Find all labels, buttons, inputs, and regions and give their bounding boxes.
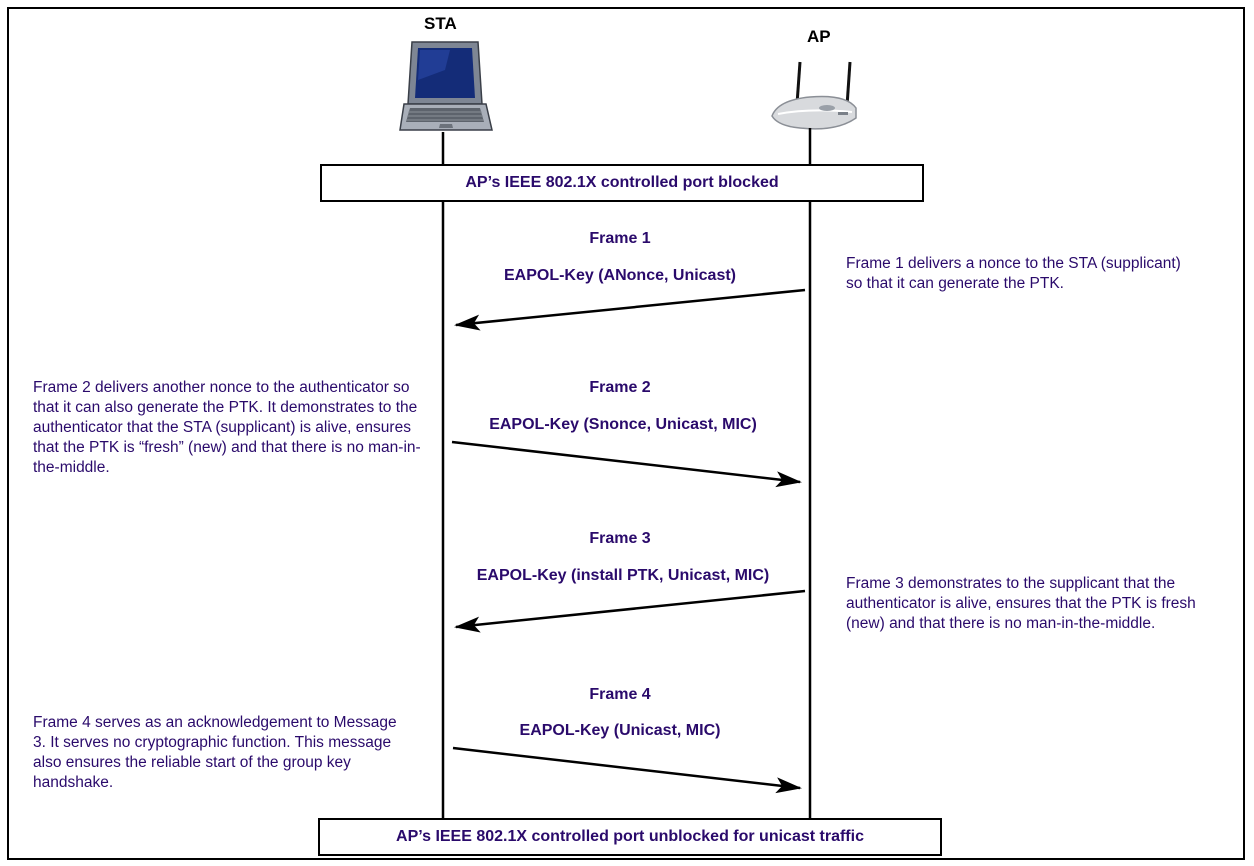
frame4-arrow (452, 746, 802, 794)
frame2-title: Frame 2 (589, 379, 651, 396)
frame3-note: Frame 3 demonstrates to the supplicant t… (846, 575, 1196, 632)
frame3-arrow (454, 589, 806, 633)
frame2-content: EAPOL-Key (Snonce, Unicast, MIC) (489, 416, 757, 433)
port-unblocked-label: AP’s IEEE 802.1X controlled port unblock… (396, 828, 864, 845)
frame4-content: EAPOL-Key (Unicast, MIC) (519, 722, 721, 739)
frame3-title: Frame 3 (589, 530, 651, 547)
port-blocked-bar: AP’s IEEE 802.1X controlled port blocked (320, 164, 924, 202)
frame4-note: Frame 4 serves as an acknowledgement to … (33, 714, 397, 791)
frame1-note: Frame 1 delivers a nonce to the STA (sup… (846, 255, 1181, 292)
frame3-content: EAPOL-Key (install PTK, Unicast, MIC) (476, 567, 770, 584)
diagram-border (7, 7, 1245, 860)
wireless-access-point-icon (771, 61, 857, 130)
frame2-note: Frame 2 delivers another nonce to the au… (33, 379, 421, 476)
port-blocked-label: AP’s IEEE 802.1X controlled port blocked (465, 174, 779, 191)
ap-label: AP (807, 27, 831, 46)
frame2-arrow (451, 440, 802, 488)
frame1-title: Frame 1 (589, 230, 651, 247)
laptop-icon (399, 41, 493, 131)
frame1-arrow (454, 288, 806, 331)
frame1-content: EAPOL-Key (ANonce, Unicast) (503, 267, 737, 284)
sta-label: STA (424, 14, 457, 33)
port-unblocked-bar: AP’s IEEE 802.1X controlled port unblock… (318, 818, 942, 856)
frame4-title: Frame 4 (589, 686, 651, 703)
